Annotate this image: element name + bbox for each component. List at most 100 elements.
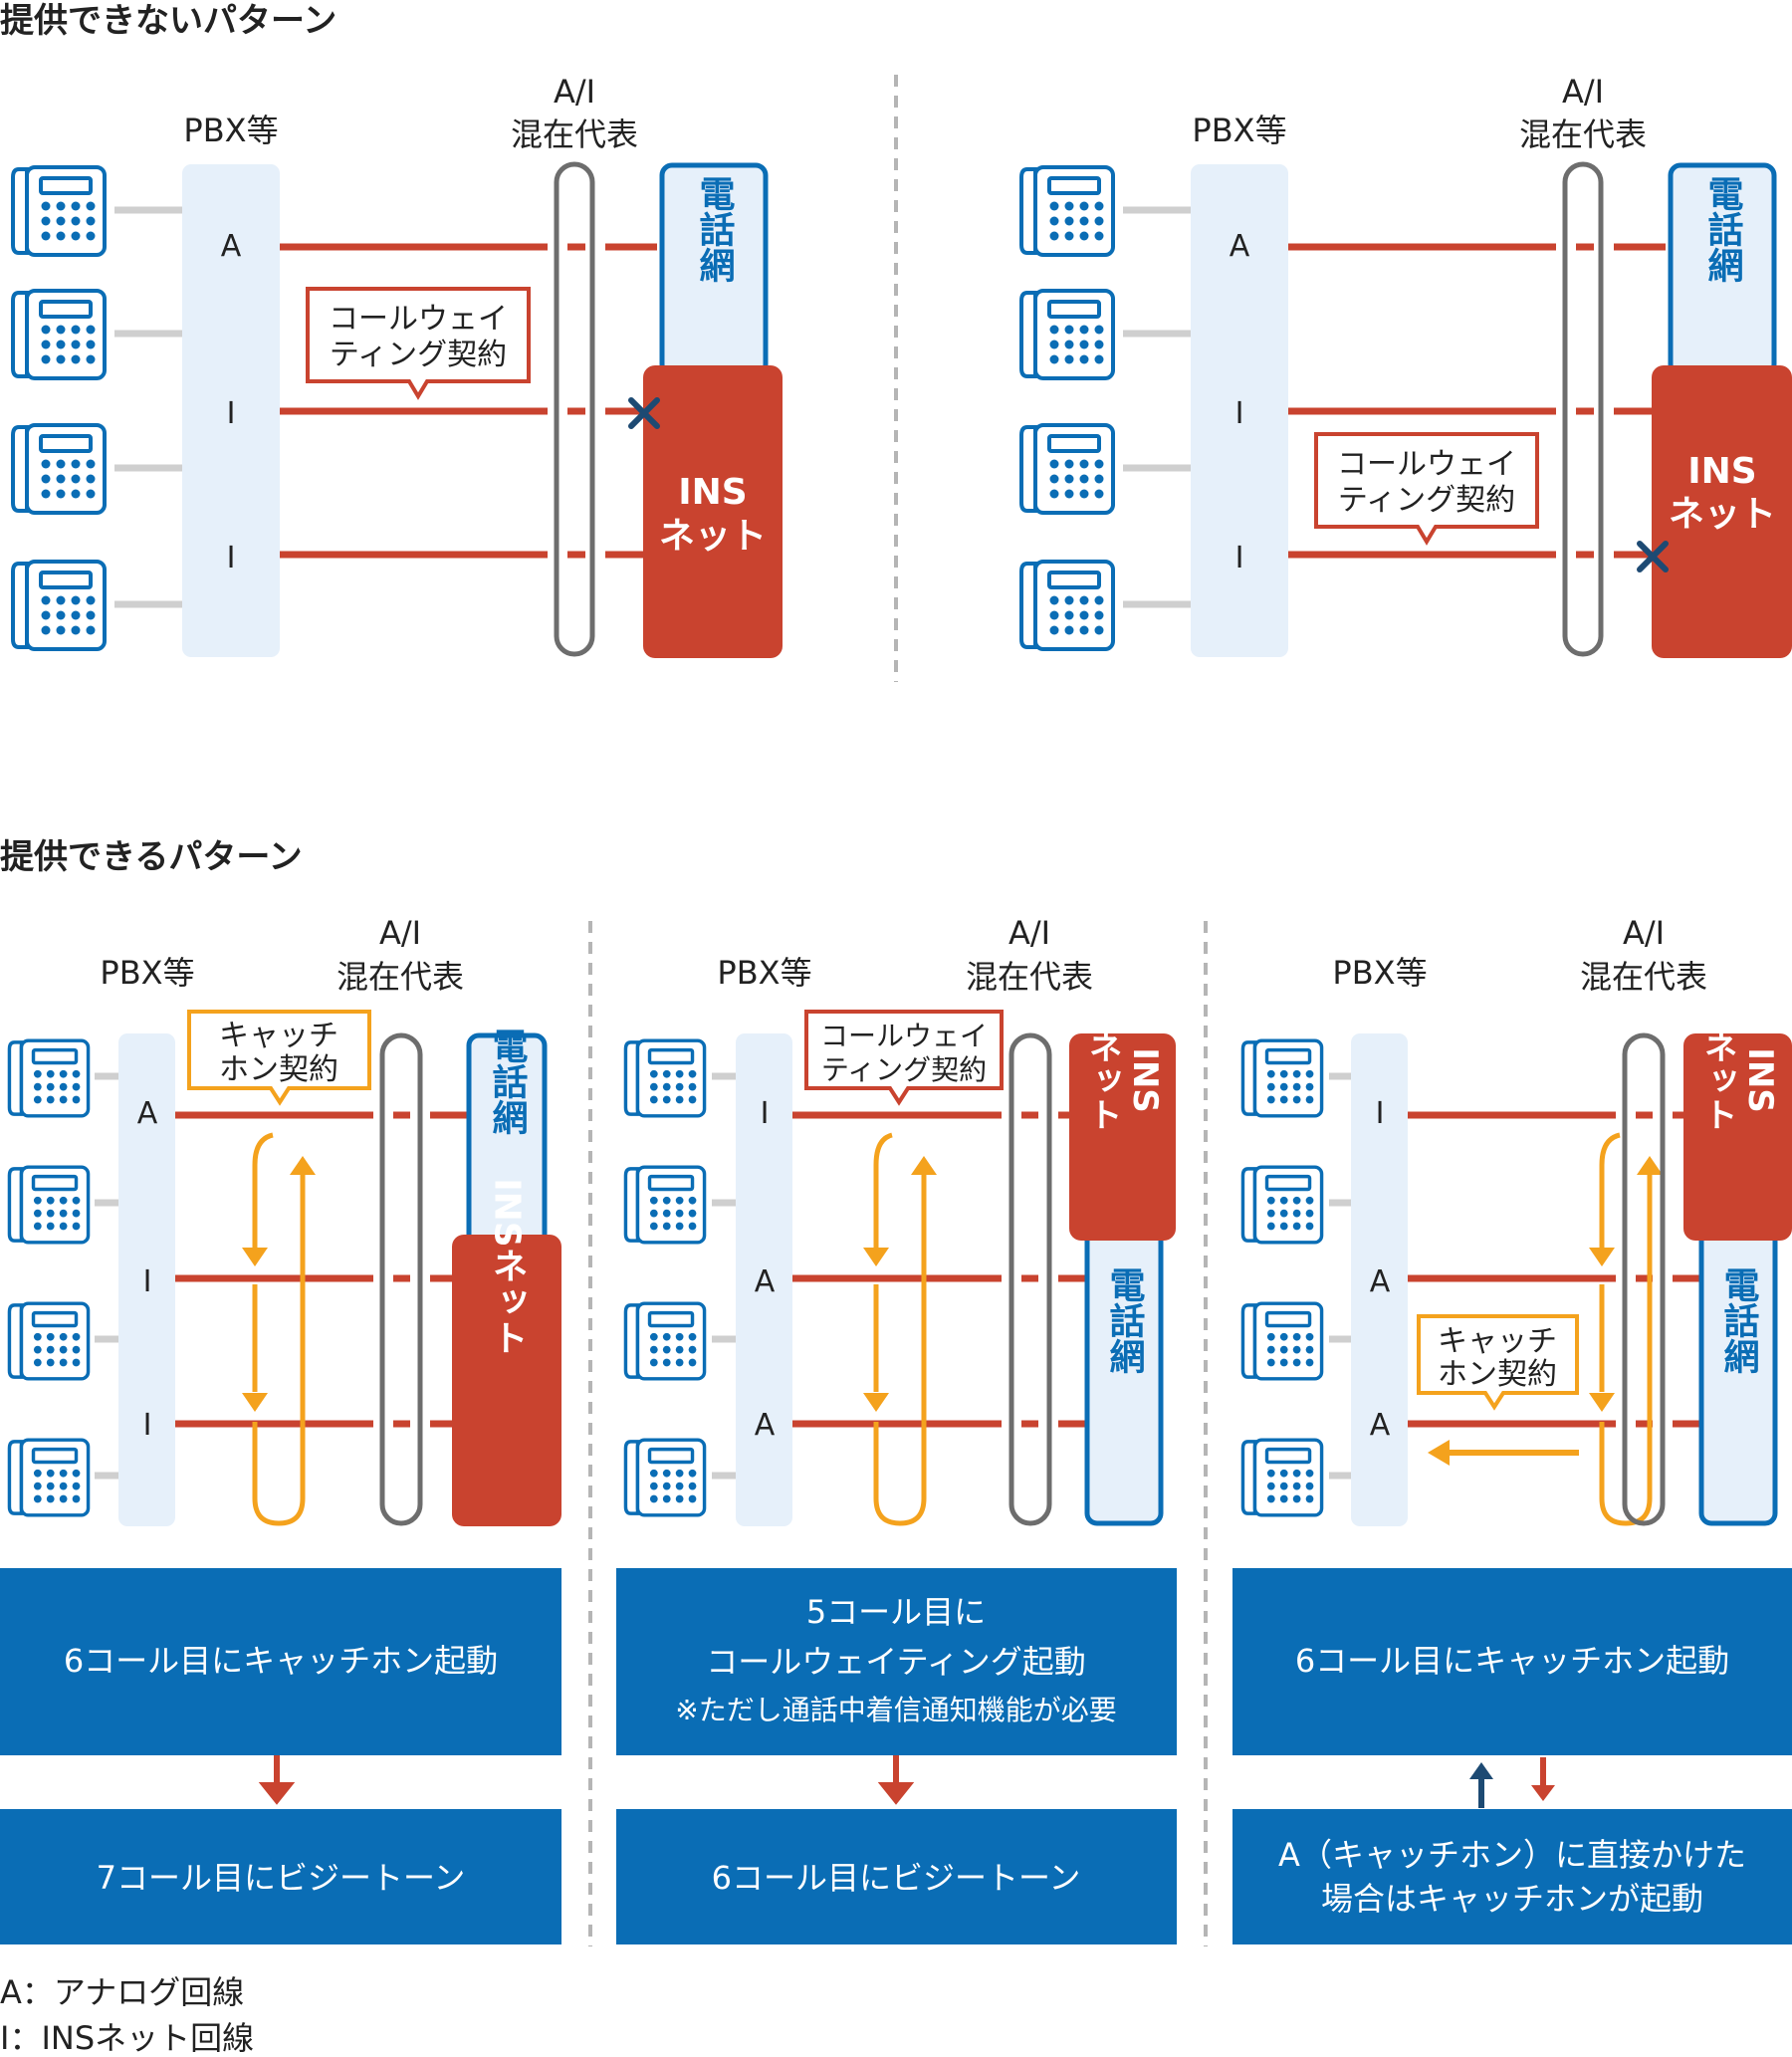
- unavailable-pattern-1: PBX等 A/I 混在代表 A I I 電話網 INS ネット コールウェイ テ…: [13, 73, 783, 658]
- available-section-title: 提供できるパターン: [0, 837, 303, 877]
- pbx-box: [182, 164, 280, 657]
- ai-label-line2: 混在代表: [511, 115, 638, 153]
- call-flow-arrows: [252, 1132, 306, 1526]
- legend-analog: A：アナログ回線: [0, 1973, 244, 2011]
- result-box-1: [616, 1568, 1177, 1755]
- phone-icon: [13, 425, 105, 513]
- ai-label-line2: 混在代表: [966, 958, 1093, 996]
- svg-text:コールウェイ: コールウェイ: [1337, 447, 1516, 482]
- svg-text:ティング契約: ティング契約: [330, 338, 507, 372]
- line-type-label: I: [143, 1264, 152, 1299]
- pbx-box: [1351, 1033, 1408, 1526]
- ins-net-label-2: ネット: [1669, 494, 1776, 535]
- phone-icon: [13, 291, 105, 378]
- available-pattern-2: PBX等 A/I 混在代表 I A A 電話網 INS ネット コールウェイ テ…: [616, 914, 1177, 1944]
- result-box-2: [1232, 1809, 1792, 1944]
- call-waiting-callout: コールウェイ ティング契約: [306, 287, 531, 400]
- phone-icon: [1240, 1165, 1324, 1245]
- ins-net-box: [1683, 1033, 1792, 1241]
- call-waiting-callout: コールウェイ ティング契約: [804, 1010, 1004, 1106]
- line-type-label: I: [1235, 396, 1244, 431]
- line-type-label: I: [227, 396, 236, 431]
- ai-label-line1: A/I: [1623, 914, 1665, 952]
- unavailable-section-title: 提供できないパターン: [0, 1, 336, 41]
- result-text: A（キャッチホン）に直接かけた: [1278, 1836, 1746, 1874]
- ins-net-box: [1069, 1033, 1176, 1241]
- up-arrow-icon: [1469, 1762, 1493, 1808]
- ins-net-label-net: ネット: [1082, 1029, 1122, 1131]
- svg-text:ホン契約: ホン契約: [1438, 1357, 1557, 1392]
- phone-icon: [623, 1038, 707, 1118]
- pbx-box: [1191, 164, 1288, 657]
- result-box-1: [0, 1568, 561, 1755]
- line-type-label: I: [143, 1408, 152, 1443]
- down-arrow-icon: [1531, 1757, 1555, 1801]
- ai-label-line1: A/I: [1008, 914, 1050, 952]
- ai-label-line1: A/I: [1562, 73, 1604, 111]
- catchphone-callout: キャッチ ホン契約: [1417, 1314, 1579, 1411]
- result-text: コールウェイティング起動: [706, 1643, 1085, 1681]
- ai-group-capsule: [1008, 1032, 1052, 1526]
- call-flow-arrows: [873, 1132, 927, 1526]
- ins-net-box: [1652, 365, 1792, 658]
- result-box-1: [1232, 1568, 1792, 1755]
- phone-icon: [1021, 425, 1113, 513]
- cross-icon: [628, 397, 660, 429]
- phone-net-label: 電話網: [1702, 175, 1744, 283]
- available-pattern-1: PBX等 A/I 混在代表 A I I 電話網 INSネット キャッチ ホン契約: [0, 914, 561, 1944]
- result-box-2: [0, 1809, 561, 1944]
- line-type-label: I: [1235, 541, 1244, 575]
- result-text: 7コール目にビジートーン: [97, 1859, 466, 1897]
- line-type-label: I: [761, 1096, 770, 1131]
- catchphone-callout: キャッチ ホン契約: [187, 1010, 371, 1106]
- ins-net-label: INSネット: [487, 1178, 528, 1354]
- ai-group-capsule: [1562, 161, 1604, 657]
- available-pattern-3: PBX等 A/I 混在代表 I A A 電話網 INS ネット キャッチ: [1232, 914, 1792, 1944]
- svg-text:ホン契約: ホン契約: [219, 1052, 338, 1087]
- phone-icon: [623, 1301, 707, 1381]
- pbx-label: PBX等: [1332, 954, 1427, 992]
- svg-text:ティング契約: ティング契約: [1338, 483, 1515, 518]
- phone-net-label: 電話網: [1718, 1266, 1760, 1374]
- svg-text:電話網: 電話網: [1702, 175, 1744, 283]
- result-text: 6コール目にキャッチホン起動: [64, 1642, 498, 1680]
- svg-text:電話網: 電話網: [694, 175, 736, 283]
- pbx-label: PBX等: [100, 954, 194, 992]
- phone-icon: [1021, 167, 1113, 255]
- ai-label-line1: A/I: [554, 73, 595, 111]
- pbx-box: [736, 1033, 792, 1526]
- ai-label-line1: A/I: [379, 914, 421, 952]
- svg-text:ティング契約: ティング契約: [821, 1053, 987, 1086]
- phone-icon: [623, 1438, 707, 1517]
- line-type-label: A: [221, 229, 242, 264]
- ins-net-label-net: ネット: [1697, 1029, 1737, 1131]
- phone-icon: [13, 167, 105, 255]
- ins-net-label-1: INS: [678, 472, 747, 513]
- svg-text:コールウェイ: コールウェイ: [820, 1020, 988, 1052]
- phone-icon: [1021, 562, 1113, 649]
- ai-label-line2: 混在代表: [336, 958, 464, 996]
- result-text: 場合はキャッチホンが起動: [1321, 1880, 1703, 1918]
- result-note: ※ただし通話中着信通知機能が必要: [675, 1694, 1116, 1726]
- result-text: 6コール目にビジートーン: [712, 1859, 1081, 1897]
- phone-icon: [623, 1165, 707, 1245]
- ins-net-label-ins: INS: [1125, 1047, 1165, 1113]
- line-type-label: A: [1230, 229, 1250, 264]
- pbx-label: PBX等: [717, 954, 811, 992]
- ai-label-line2: 混在代表: [1519, 115, 1647, 153]
- phone-net-label: 電話網: [694, 175, 736, 283]
- phone-icon: [1240, 1301, 1324, 1381]
- down-arrow-icon: [258, 1755, 296, 1805]
- line-type-label: I: [1376, 1096, 1385, 1131]
- ai-group-capsule: [554, 161, 595, 657]
- down-arrow-icon: [877, 1755, 915, 1805]
- svg-text:キャッチ: キャッチ: [1438, 1324, 1557, 1359]
- unavailable-pattern-2: PBX等 A/I 混在代表 A I I 電話網 INS ネット コールウェイ テ…: [1021, 73, 1792, 658]
- call-flow-arrows: [1599, 1132, 1653, 1526]
- left-arrow-icon: [1428, 1440, 1579, 1466]
- ins-net-label-2: ネット: [659, 516, 767, 557]
- legend-ins: I：INSネット回線: [0, 2019, 254, 2057]
- ai-group-capsule: [379, 1032, 423, 1526]
- ins-net-label-1: INS: [1687, 451, 1756, 492]
